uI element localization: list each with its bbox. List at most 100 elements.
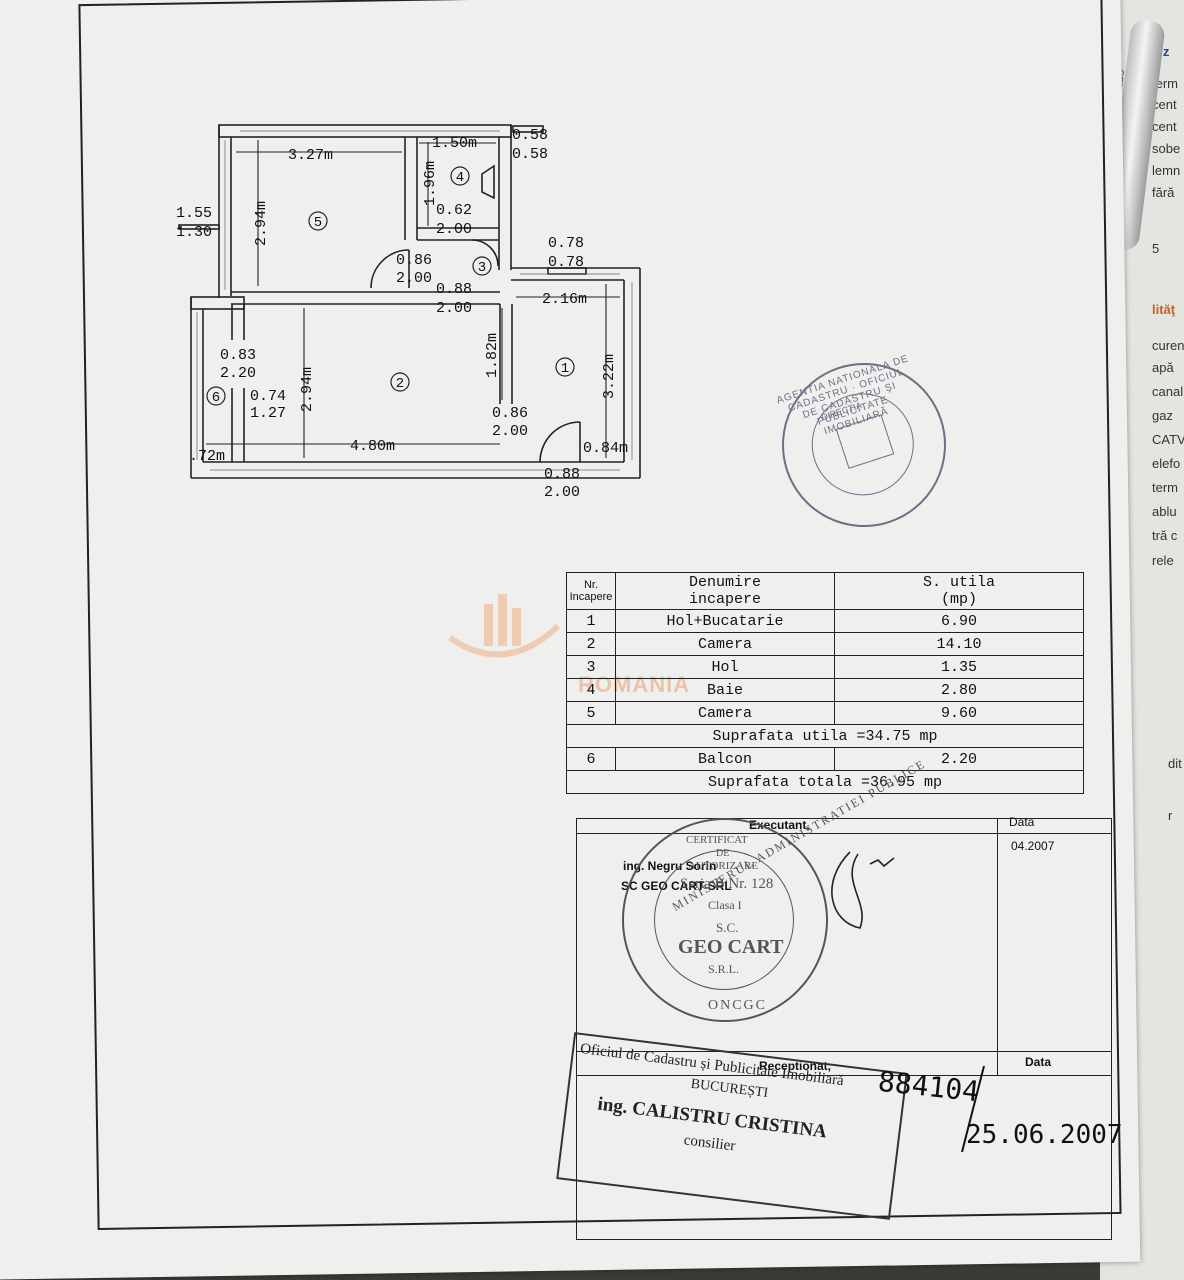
row-name: Hol xyxy=(615,655,835,679)
row-nr: 3 xyxy=(566,655,616,679)
table-row: 6 Balcon 2.20 xyxy=(566,747,1084,771)
bg-text: lităţ xyxy=(1152,302,1176,317)
executant-signature xyxy=(831,851,895,929)
header-incapere-label: Incapere xyxy=(569,591,613,603)
dim-label: 0.62 xyxy=(436,202,472,219)
header-incapere2-label: incapere xyxy=(688,591,761,608)
row-area: 14.10 xyxy=(834,632,1084,656)
row-nr: 5 xyxy=(566,701,616,725)
dim-label: 0.88 xyxy=(544,466,580,483)
room-number: 5 xyxy=(314,215,322,231)
divider xyxy=(997,1051,998,1075)
row-name: Camera xyxy=(615,701,835,725)
bg-text: cent xyxy=(1152,97,1177,112)
dim-label: 0.78 xyxy=(548,254,584,271)
row-area: 9.60 xyxy=(834,701,1084,725)
handwritten-slash xyxy=(961,1065,985,1153)
dim-label: 2.16m xyxy=(542,291,587,308)
stamp-line: AUTORIZARE xyxy=(688,860,759,872)
header-denumire-label: Denumire xyxy=(688,574,761,591)
table-row: 3 Hol 1.35 xyxy=(566,655,1084,679)
dim-label: 0.86 xyxy=(396,252,432,269)
geo-cart-stamp: MINISTERUL ADMINISTRATIEI PUBLICE CERTIF… xyxy=(622,756,928,1022)
bg-text: lemn xyxy=(1152,163,1181,178)
table-row: 2 Camera 14.10 xyxy=(566,632,1084,656)
row-area: 1.35 xyxy=(834,655,1084,679)
data-label: Data xyxy=(1009,815,1035,829)
dim-label: 1.96m xyxy=(422,161,439,206)
row-area: 6.90 xyxy=(834,609,1084,633)
dim-label: 2.00 xyxy=(396,270,432,287)
row-name: Camera xyxy=(615,632,835,656)
dim-label: 4.80m xyxy=(350,438,395,455)
dim-label: 1.55 xyxy=(176,205,212,222)
handwritten-date: 25.06.2007 xyxy=(966,1120,1123,1150)
row-area: 2.80 xyxy=(834,678,1084,702)
room-number: 1 xyxy=(561,361,569,377)
bg-text: rele xyxy=(1152,553,1174,568)
dim-label: 1.27 xyxy=(250,405,286,422)
stamp-line: DE xyxy=(716,848,730,859)
room-number: 3 xyxy=(478,260,486,276)
bg-text: tră c xyxy=(1152,528,1178,543)
row-nr: 2 xyxy=(566,632,616,656)
bg-text: canali xyxy=(1152,384,1184,399)
bg-text: dit xyxy=(1168,756,1182,771)
suprafata-utila: Suprafata utila =34.75 mp xyxy=(566,724,1084,748)
dim-label: 0.88 xyxy=(436,281,472,298)
stamp-line: CERTIFICAT xyxy=(686,834,748,846)
table-row: Suprafata utila =34.75 mp xyxy=(566,724,1084,748)
header-unit-label: (mp) xyxy=(940,591,977,608)
data-label-2: Data xyxy=(1025,1055,1052,1069)
room-number: 2 xyxy=(396,376,404,392)
bg-text: elefo xyxy=(1152,456,1181,471)
row-area: 2.20 xyxy=(834,747,1084,771)
dim-label: 0.74 xyxy=(250,388,286,405)
bg-text: term xyxy=(1152,480,1178,495)
header-sutila-label: S. utila xyxy=(922,574,995,591)
dim-label: 2.94m xyxy=(253,201,270,246)
dim-label: 3.22m xyxy=(601,354,618,399)
table-row: 5 Camera 9.60 xyxy=(566,701,1084,725)
stamp-line: ONCGC xyxy=(708,998,768,1013)
dim-label: 0.58 xyxy=(512,146,548,163)
dim-label: 1.30 xyxy=(176,224,212,241)
divider xyxy=(577,1051,1111,1052)
suprafata-totala: Suprafata totala =36.95 mp xyxy=(566,770,1084,794)
dim-label: 1.82m xyxy=(484,333,501,378)
bg-text: 5 xyxy=(1152,241,1160,256)
dim-label: 2.00 xyxy=(436,221,472,238)
stamp-line: GEO CART xyxy=(678,936,784,958)
divider xyxy=(577,1075,1111,1076)
stamp-line: Clasa I xyxy=(708,898,742,912)
watermark-logo xyxy=(448,594,561,658)
stamp-line: BUCUREȘTI xyxy=(689,1076,769,1102)
dim-label: 2.00 xyxy=(544,484,580,501)
row-name: Balcon xyxy=(615,747,835,771)
dim-label: 2.00 xyxy=(436,300,472,317)
dim-label: .72m xyxy=(189,448,225,465)
room-number: 6 xyxy=(212,390,220,406)
bg-text: r xyxy=(1168,808,1173,823)
divider xyxy=(577,833,1111,834)
bg-text: gaz xyxy=(1152,408,1173,423)
table-row: 1 Hol+Bucatarie 6.90 xyxy=(566,609,1084,633)
stamp-line: S.R.L. xyxy=(708,962,740,976)
header-sutila: S. utila (mp) xyxy=(834,572,1084,610)
row-name: Hol+Bucatarie xyxy=(615,609,835,633)
dim-label: 0.83 xyxy=(220,347,256,364)
dim-label: 2.00 xyxy=(492,423,528,440)
bg-text: CATV xyxy=(1152,432,1184,447)
bg-text: ablu xyxy=(1152,504,1177,519)
room-area-table: Nr. Incapere Denumire incapere S. utila … xyxy=(566,572,1084,794)
stamp-line: consilier xyxy=(682,1132,737,1155)
floor-plan: 3.27m 1.50m 0.58 0.58 1.55 1.30 0.62 2.0… xyxy=(176,124,641,501)
dim-label: 0.84m xyxy=(583,440,628,457)
dim-label: 0.86 xyxy=(492,405,528,422)
dim-label: 2.20 xyxy=(220,365,256,382)
row-name: Baie xyxy=(615,678,835,702)
divider xyxy=(997,819,998,1051)
bg-text: sobe xyxy=(1152,141,1181,156)
bg-text: fără xyxy=(1152,185,1175,200)
dim-label: 0.58 xyxy=(512,127,548,144)
